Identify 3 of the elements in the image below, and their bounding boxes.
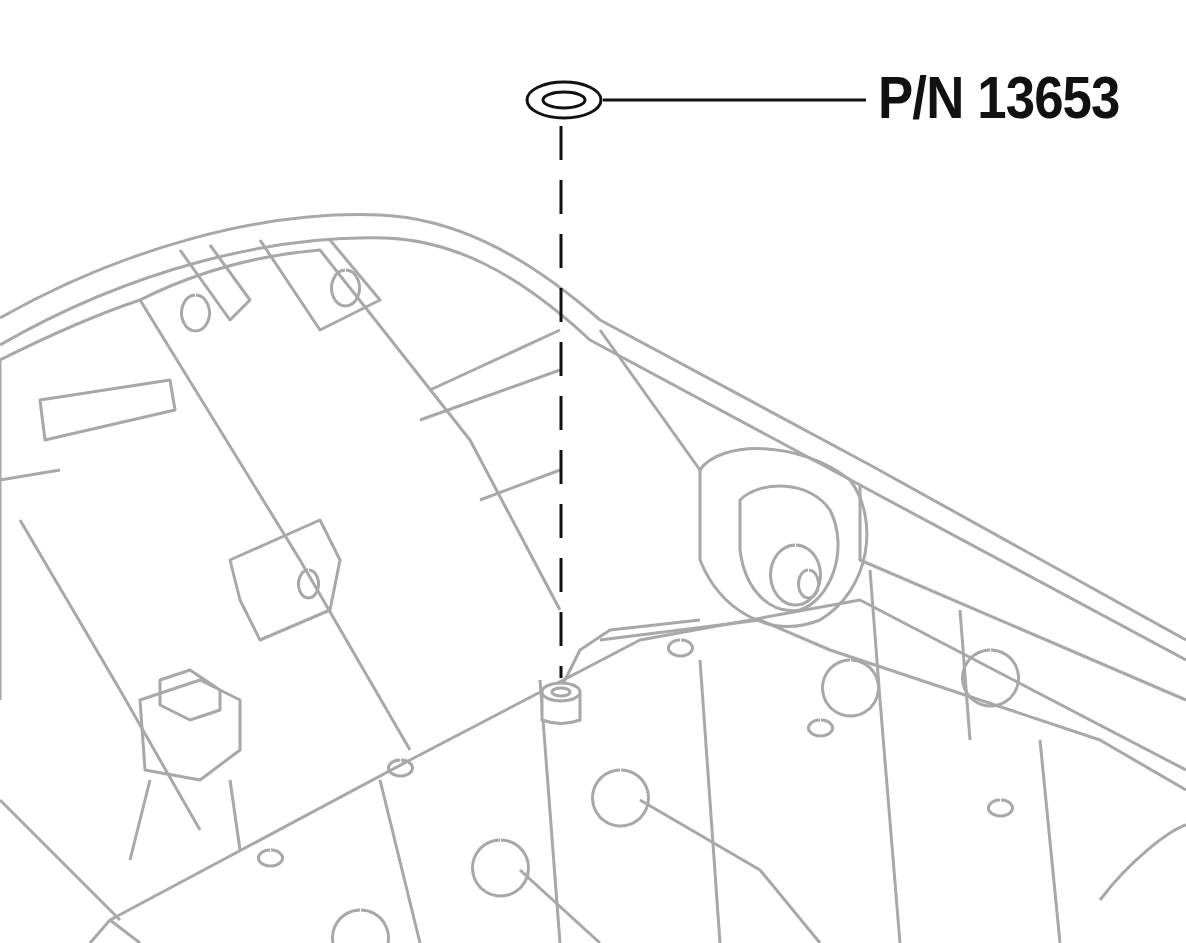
part-number-label: P/N 13653 — [878, 68, 1121, 128]
leader-line — [603, 98, 866, 102]
dashed-alignment-line — [559, 126, 563, 678]
